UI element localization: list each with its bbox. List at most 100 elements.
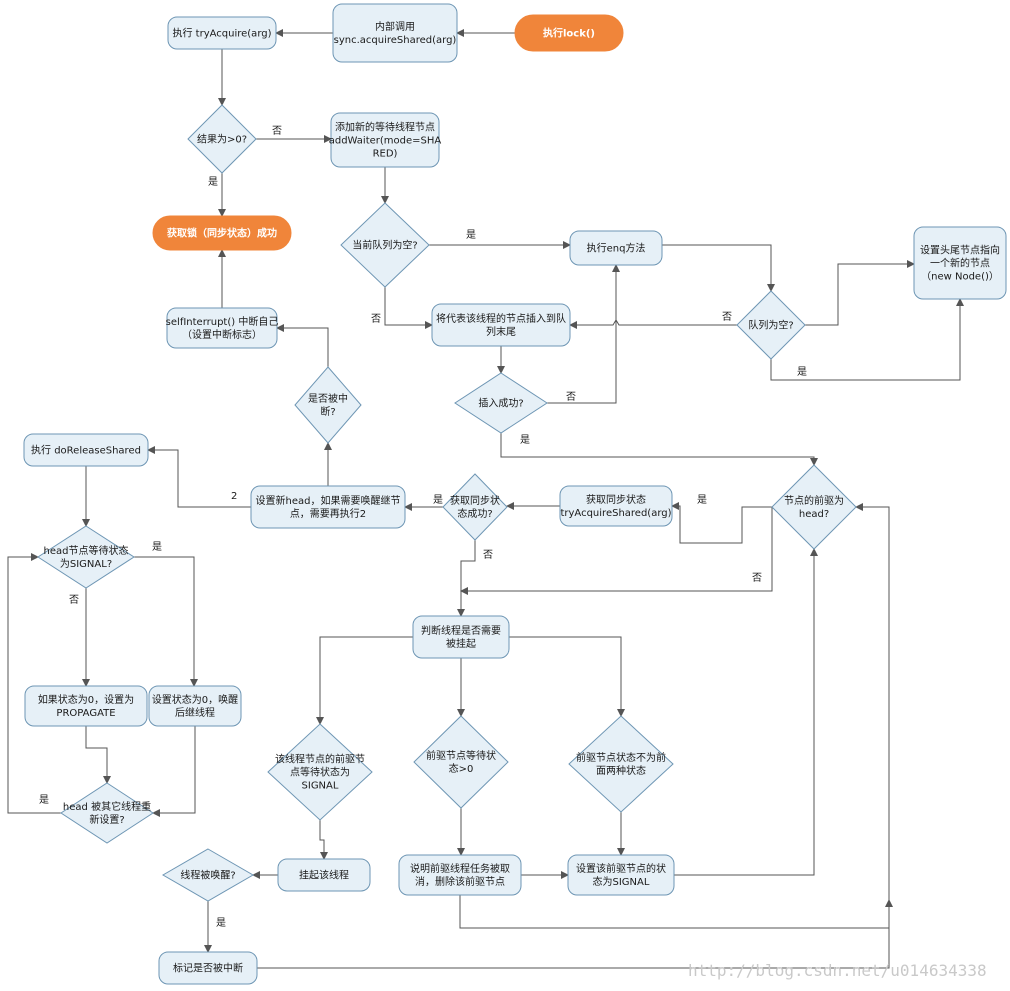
node-label: 被挂起 xyxy=(446,637,476,650)
node-label: 列末尾 xyxy=(486,325,516,338)
node-shape xyxy=(187,104,257,174)
node-shape xyxy=(412,615,510,659)
node-label: 断? xyxy=(320,405,335,418)
connector-edge xyxy=(459,895,893,929)
node-label: 态成功? xyxy=(457,507,492,520)
connector-edge xyxy=(147,446,251,508)
node-shape xyxy=(152,215,292,251)
node-label: 获取同步状 xyxy=(450,494,500,507)
connector-edge xyxy=(500,433,818,466)
node-shape xyxy=(267,723,373,821)
node-shape xyxy=(569,230,663,266)
node-label: 消，删除该前驱节点 xyxy=(415,875,505,888)
connector-edge xyxy=(319,820,328,860)
node-shape xyxy=(442,473,508,541)
node-shape xyxy=(250,485,406,529)
node-label: 线程被唤醒? xyxy=(180,869,235,882)
node-label: head节点等待状态 xyxy=(44,544,129,557)
edge-label-two: 2 xyxy=(231,491,237,502)
node-label: 执行enq方法 xyxy=(587,242,646,255)
node-label: 是否被中 xyxy=(308,392,348,405)
node-park-thread: 挂起该线程 xyxy=(277,858,371,892)
node-label: 当前队列为空? xyxy=(352,239,417,252)
node-label: 设置头尾节点指向 xyxy=(920,244,1000,257)
watermark: http://blog.csdn.net/u014634338 xyxy=(688,961,987,980)
node-label: 点，需要再执行2 xyxy=(290,507,366,520)
connector-edge xyxy=(457,540,476,617)
node-label: 态为SIGNAL xyxy=(593,875,650,888)
node-shape xyxy=(454,372,548,434)
node-label: 前驱节点状态不为前 xyxy=(576,751,666,764)
node-label: 获取同步状态 xyxy=(586,493,646,506)
node-label: PROPAGATE xyxy=(56,708,115,719)
node-label: 后继线程 xyxy=(175,706,215,719)
edge-label-yes: 是 xyxy=(208,176,218,188)
edge-label-yes: 是 xyxy=(466,229,476,241)
connector-edge xyxy=(460,507,773,595)
edge-label-yes: 是 xyxy=(520,434,530,446)
node-label: 节点的前驱为 xyxy=(784,494,844,507)
connector-edge xyxy=(569,319,737,329)
node-label: 设置新head，如果需要唤醒继节 xyxy=(256,494,401,507)
connector-edge xyxy=(384,287,433,329)
node-label: tryAcquireShared(arg) xyxy=(560,508,671,519)
edge-label-yes: 是 xyxy=(216,917,226,929)
connector-edge xyxy=(85,726,111,784)
edge-label-yes: 是 xyxy=(152,541,162,553)
node-label: 如果状态为0，设置为 xyxy=(38,693,134,706)
node-shape xyxy=(568,715,674,813)
node-try-acquire: 执行 tryAcquire(arg) xyxy=(167,16,277,50)
node-shape xyxy=(294,366,362,444)
node-shape xyxy=(559,485,673,527)
edge-label-no: 否 xyxy=(69,594,79,606)
node-shape xyxy=(431,303,571,347)
edge-label-yes: 是 xyxy=(697,494,707,506)
connector-edge xyxy=(671,502,772,544)
node-label: head? xyxy=(799,509,829,520)
node-label: 为SIGNAL? xyxy=(60,558,112,570)
node-label: 标记是否被中断 xyxy=(173,962,243,975)
node-label: 面两种状态 xyxy=(596,764,646,777)
node-queue-empty2: 队列为空? xyxy=(736,290,806,360)
edge-labels-layer: 否是是否否是否是是是2否否是否是是 xyxy=(39,125,807,929)
node-exec-lock: 执行lock() xyxy=(514,14,624,52)
node-shape xyxy=(398,854,522,896)
node-shape xyxy=(330,112,440,168)
node-shape xyxy=(158,951,258,985)
node-label: 获取锁（同步状态）成功 xyxy=(166,227,277,240)
node-shape xyxy=(340,202,430,288)
edge-label-yes: 是 xyxy=(39,794,49,806)
node-label: 该线程节点的前驱节 xyxy=(275,753,365,766)
node-label: 新设置? xyxy=(89,813,124,826)
connector-edge xyxy=(134,556,198,687)
connector-edge xyxy=(509,636,625,717)
node-shape xyxy=(567,854,675,896)
node-label: 队列为空? xyxy=(748,319,793,332)
node-label: 态>0 xyxy=(449,762,474,775)
node-do-release: 执行 doReleaseShared xyxy=(23,433,149,467)
node-label: 将代表该线程的节点插入到队 xyxy=(436,312,566,325)
node-label: 前驱节点等待状 xyxy=(426,749,496,762)
edge-label-no: 否 xyxy=(272,125,282,137)
connector-edge xyxy=(152,726,196,817)
node-label: 执行 doReleaseShared xyxy=(31,444,141,457)
node-label: 结果为>0? xyxy=(197,133,247,146)
node-shape xyxy=(37,525,135,589)
node-shape xyxy=(60,782,154,844)
node-shape xyxy=(913,226,1007,300)
node-label: 内部调用 xyxy=(375,20,415,33)
node-label: 执行 tryAcquire(arg) xyxy=(172,27,271,40)
edge-label-no: 否 xyxy=(371,313,381,325)
node-shape xyxy=(148,685,242,727)
node-label: sync.acquireShared(arg) xyxy=(334,35,457,46)
node-label: RED) xyxy=(373,149,398,160)
node-insert-ok: 插入成功? xyxy=(454,372,548,434)
edge-label-no: 否 xyxy=(722,311,732,323)
